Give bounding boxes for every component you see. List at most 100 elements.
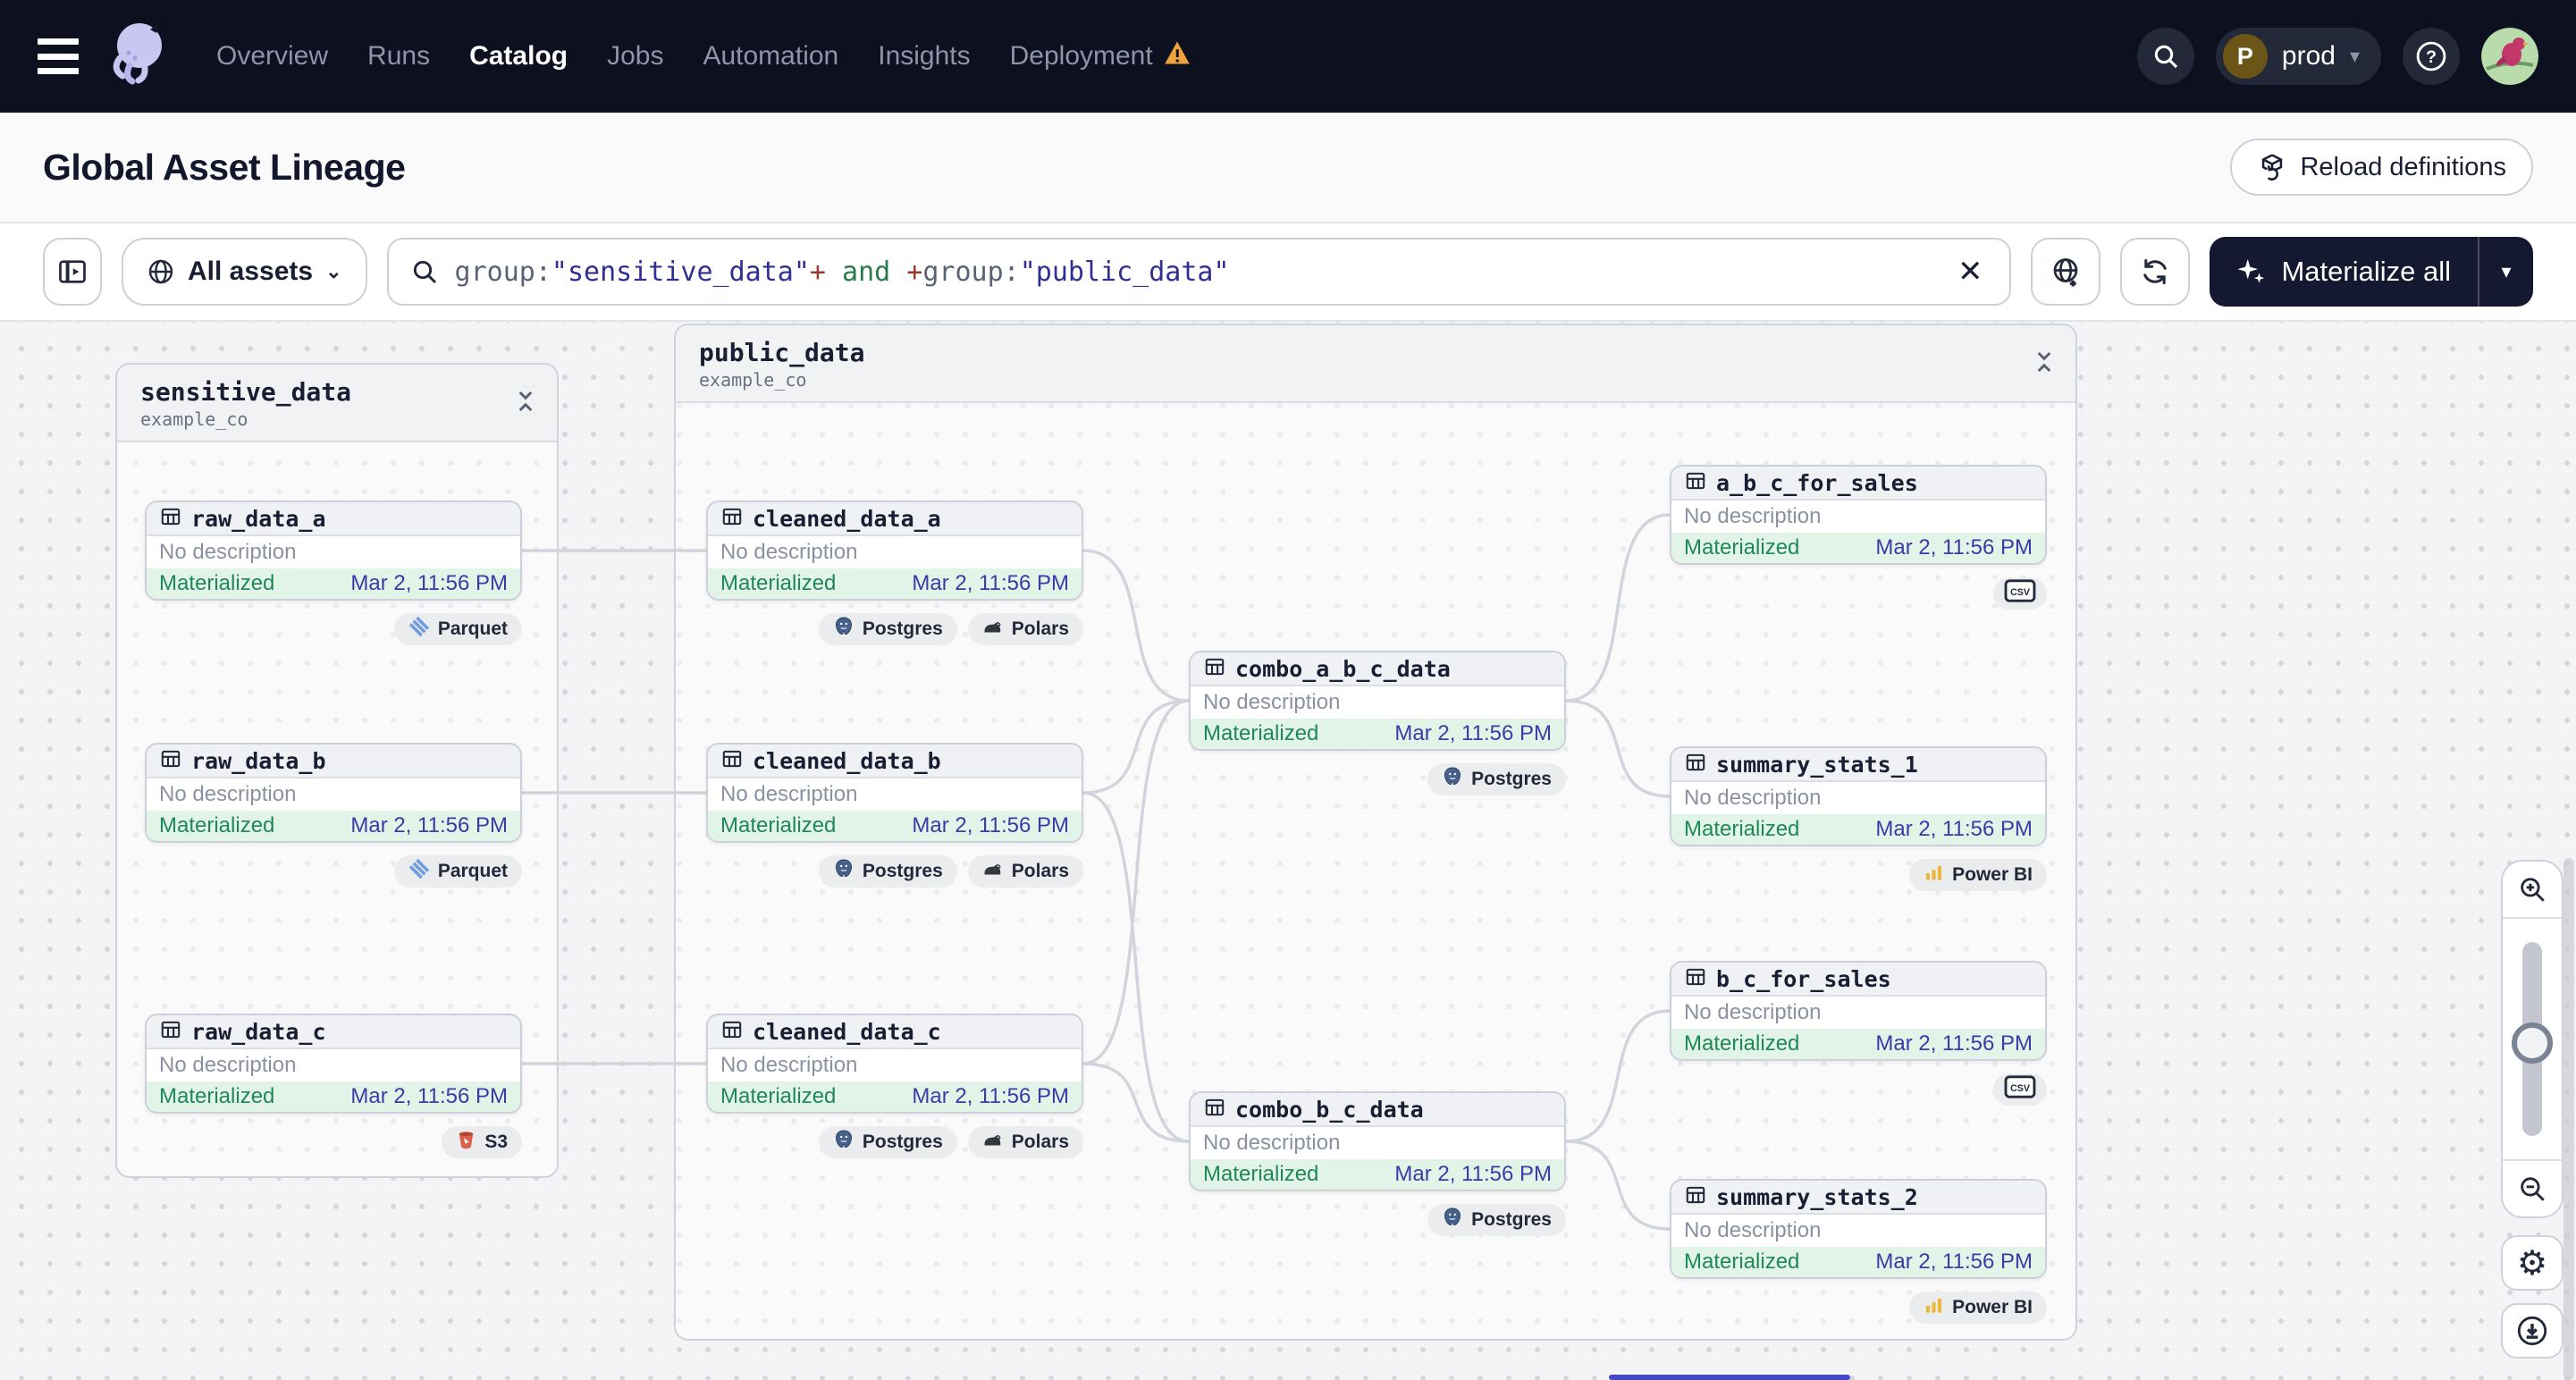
polars-icon	[982, 616, 1004, 643]
nav-item-runs[interactable]: Runs	[367, 41, 430, 72]
tag-label: Polars	[1011, 618, 1069, 639]
table-icon	[1684, 1183, 1707, 1211]
search-icon	[413, 260, 436, 284]
status-badge: Materialized	[159, 571, 275, 595]
horizontal-scrollbar[interactable]	[1609, 1375, 1850, 1380]
tag-label: Postgres	[1471, 769, 1552, 789]
help-button[interactable]: ?	[2403, 28, 2460, 85]
status-badge: Materialized	[720, 571, 837, 595]
top-nav: Overview Runs Catalog Jobs Automation Insight…	[0, 0, 2576, 113]
tag-polars: Polars	[967, 1126, 1083, 1158]
group-header[interactable]: public_data example_co	[676, 325, 2075, 403]
asset-node-header: cleaned_data_a	[708, 502, 1082, 536]
table-icon	[1203, 1096, 1226, 1123]
dagster-logo-icon[interactable]	[105, 19, 170, 94]
query-token: "sensitive_data"	[551, 256, 810, 288]
query-token: "public_data"	[1019, 256, 1230, 288]
page-title: Global Asset Lineage	[43, 146, 406, 188]
status-badge: Materialized	[159, 813, 275, 837]
nav-item-jobs[interactable]: Jobs	[607, 41, 663, 72]
tag-label: Polars	[1011, 1132, 1069, 1152]
search-query[interactable]: group:"sensitive_data"+ and +group:"publ…	[455, 257, 1936, 288]
zoom-out-icon	[2521, 1177, 2545, 1201]
asset-node-summary_stats_1[interactable]: summary_stats_1 No description Materiali…	[1670, 746, 2047, 846]
asset-status-row: Materialized Mar 2, 11:56 PM	[147, 1081, 520, 1112]
collapse-group-icon[interactable]	[512, 388, 539, 415]
reload-definitions-button[interactable]: Reload definitions	[2230, 139, 2533, 196]
zoom-in-button[interactable]	[2503, 862, 2562, 917]
materialize-options-button[interactable]: ▾	[2478, 237, 2533, 307]
asset-name: cleaned_data_a	[753, 505, 941, 532]
asset-node-combo_a_b_c_data[interactable]: combo_a_b_c_data No description Material…	[1189, 651, 1566, 751]
user-avatar[interactable]	[2481, 28, 2538, 85]
nav-item-catalog[interactable]: Catalog	[469, 41, 568, 72]
zoom-slider[interactable]	[2503, 917, 2562, 1161]
asset-node-cleaned_data_a[interactable]: cleaned_data_a No description Materializ…	[706, 501, 1083, 601]
vertical-scrollbar[interactable]	[2563, 858, 2574, 1380]
zoom-out-button[interactable]	[2503, 1161, 2562, 1216]
asset-node-raw_data_b[interactable]: raw_data_b No description Materialized M…	[145, 743, 522, 843]
asset-description: No description	[1684, 1218, 1822, 1242]
search-icon	[2154, 45, 2177, 69]
deployment-switcher[interactable]: P prod ▾	[2215, 28, 2381, 85]
asset-tags: S3	[145, 1126, 522, 1158]
graph-settings-button[interactable]: ⚙	[2501, 1235, 2563, 1291]
open-panel-button[interactable]	[43, 238, 102, 306]
tag-polars: Polars	[967, 855, 1083, 888]
asset-name: raw_data_b	[191, 747, 326, 774]
asset-description: No description	[159, 1053, 297, 1077]
asset-node-cleaned_data_c[interactable]: cleaned_data_c No description Materializ…	[706, 1014, 1083, 1114]
asset-node-combo_b_c_data[interactable]: combo_b_c_data No description Materializ…	[1189, 1091, 1566, 1191]
asset-tags: Parquet	[145, 613, 522, 645]
query-token: +	[809, 256, 826, 288]
materialization-timestamp: Mar 2, 11:56 PM	[1875, 817, 2033, 841]
status-badge: Materialized	[1684, 817, 1800, 841]
nav-item-insights[interactable]: Insights	[878, 41, 970, 72]
powerbi-icon	[1924, 862, 1944, 888]
search-button[interactable]	[2136, 28, 2194, 85]
asset-status-row: Materialized Mar 2, 11:56 PM	[1671, 1247, 2045, 1277]
reload-label: Reload definitions	[2300, 152, 2506, 181]
status-badge: Materialized	[720, 813, 837, 837]
asset-scope-dropdown[interactable]: All assets ⌄	[122, 238, 367, 306]
materialize-label: Materialize all	[2281, 256, 2451, 287]
svg-text:CSV: CSV	[2010, 587, 2031, 598]
asset-node-cleaned_data_b[interactable]: cleaned_data_b No description Materializ…	[706, 743, 1083, 843]
group-header[interactable]: sensitive_data example_co	[117, 365, 557, 442]
materialization-timestamp: Mar 2, 11:56 PM	[912, 1084, 1069, 1108]
nav-item-label: Catalog	[469, 41, 568, 71]
sparkle-icon	[2237, 258, 2265, 283]
tag-parquet: Parquet	[393, 855, 522, 888]
asset-node-a_b_c_for_sales[interactable]: a_b_c_for_sales No description Materiali…	[1670, 465, 2047, 565]
nav-item-automation[interactable]: Automation	[703, 41, 838, 72]
asset-node-raw_data_a[interactable]: raw_data_a No description Materialized M…	[145, 501, 522, 601]
zoom-slider-handle[interactable]	[2512, 1022, 2553, 1064]
download-image-button[interactable]	[2501, 1303, 2563, 1359]
tag-label: Power BI	[1952, 864, 2033, 885]
materialize-all-split-button: Materialize all ▾	[2210, 237, 2533, 307]
asset-status-row: Materialized Mar 2, 11:56 PM	[147, 568, 520, 599]
materialize-all-button[interactable]: Materialize all	[2210, 237, 2478, 307]
clear-search-icon[interactable]: ✕	[1957, 255, 1983, 289]
asset-name: summary_stats_2	[1716, 1183, 1918, 1210]
asset-node-raw_data_c[interactable]: raw_data_c No description Materialized M…	[145, 1014, 522, 1114]
query-token: group:	[922, 256, 1020, 288]
asset-node-summary_stats_2[interactable]: summary_stats_2 No description Materiali…	[1670, 1179, 2047, 1279]
table-icon	[159, 1018, 182, 1046]
asset-search-input[interactable]: group:"sensitive_data"+ and +group:"publ…	[386, 238, 2012, 306]
status-badge: Materialized	[1203, 1162, 1319, 1186]
lineage-canvas[interactable]: sensitive_data example_co public_data ex…	[0, 322, 2576, 1380]
deployment-avatar: P	[2222, 34, 2268, 79]
hamburger-menu-icon[interactable]	[38, 38, 79, 74]
collapse-group-icon[interactable]	[2031, 349, 2058, 375]
nav-item-label: Automation	[703, 41, 839, 71]
view-groups-button[interactable]	[2031, 238, 2101, 306]
filter-toolbar: All assets ⌄ group:"sensitive_data"+ and…	[0, 223, 2576, 322]
nav-item-overview[interactable]: Overview	[216, 41, 328, 72]
nav-item-deployment[interactable]: Deployment	[1010, 40, 1191, 72]
svg-text:?: ?	[2426, 47, 2437, 67]
refresh-button[interactable]	[2120, 238, 2191, 306]
asset-node-b_c_for_sales[interactable]: b_c_for_sales No description Materialize…	[1670, 961, 2047, 1061]
parquet-icon	[408, 616, 430, 643]
